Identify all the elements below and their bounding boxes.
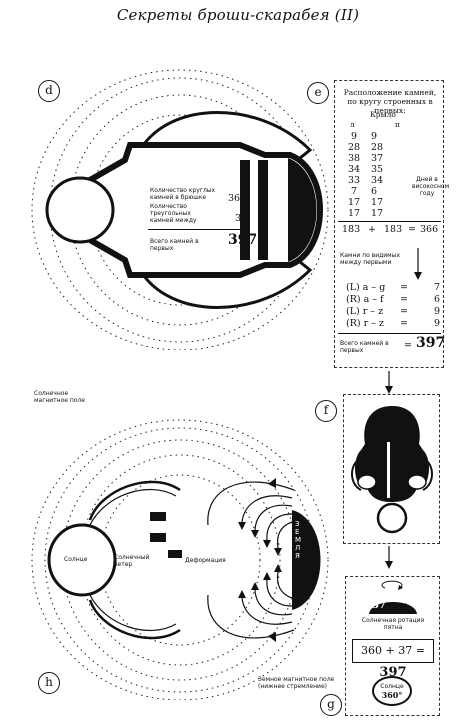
sum-right: 183 xyxy=(384,224,403,235)
panel-g-box xyxy=(345,576,440,716)
between-equals: = xyxy=(400,306,408,317)
stones-row: 33 34 xyxy=(340,175,418,186)
between-divider xyxy=(338,333,441,334)
stones-line-4: камней между xyxy=(150,217,197,224)
field-diagram-h xyxy=(31,419,329,700)
page-title: Секреты броши-скарабея (II) xyxy=(116,6,360,24)
between-range: (L) a – g xyxy=(346,282,386,293)
sum-divider xyxy=(148,229,243,230)
panel-label-d: d xyxy=(38,80,60,102)
column-left-label: л xyxy=(350,120,355,129)
stones-cell-right: 35 xyxy=(371,164,384,175)
magnetic-field-label: Солнечное магнитное поле xyxy=(34,390,85,404)
sum-left: 183 xyxy=(342,224,361,235)
stones-row: 38 37 xyxy=(340,153,418,164)
table-divider xyxy=(338,221,441,222)
grand-label: Всего камней в первых xyxy=(340,340,389,354)
stones-value-366: 366 xyxy=(228,193,247,204)
stones-heading: Расположение камней, по кругу строенных … xyxy=(343,88,437,115)
between-heading: Камни по видимых между первыми xyxy=(340,252,400,266)
stones-cell-right: 17 xyxy=(371,208,384,219)
between-equals: = xyxy=(400,294,408,305)
stones-cell-right: 9 xyxy=(371,131,378,142)
between-row: (L) r – z = 9 xyxy=(346,306,442,318)
panel-e-box xyxy=(334,80,444,368)
stones-row: 34 35 xyxy=(340,164,418,175)
between-equals: = xyxy=(400,318,408,329)
sun-rotation-icon xyxy=(369,580,417,614)
sun-label-g: Солнце xyxy=(380,683,404,690)
sum-equals: = xyxy=(408,224,416,235)
stones-row: 28 28 xyxy=(340,142,418,153)
stones-cell-right: 17 xyxy=(371,197,384,208)
stones-line-1: Количество круглых xyxy=(150,187,216,194)
between-count: 7 xyxy=(433,282,440,293)
total-value-d: 397 xyxy=(228,232,258,248)
stones-cell-right: 28 xyxy=(371,142,384,153)
panel-f-box xyxy=(343,394,440,544)
stones-cell-left: 28 xyxy=(347,142,361,153)
stones-value-31: 31 xyxy=(235,213,248,224)
leap-year-note: Дней в високосном году xyxy=(412,176,450,197)
panel-label-h: h xyxy=(38,672,60,694)
total-label-d: Всего камней в первых xyxy=(150,238,199,252)
down-arrow-e-f-icon xyxy=(385,371,393,394)
days-value: 37 xyxy=(372,600,386,611)
sum-total: 366 xyxy=(420,224,439,235)
column-right-label: п xyxy=(395,120,400,129)
earth-label: ЗЕМЛЯ xyxy=(295,520,302,560)
sun-circle: Солнце 360° xyxy=(372,676,412,706)
sun-label-h: Солнце xyxy=(64,556,88,563)
stones-cell-left: 33 xyxy=(347,175,361,186)
stones-cell-right: 34 xyxy=(371,175,384,186)
beetle-icon xyxy=(351,406,433,534)
between-equals: = xyxy=(400,282,408,293)
stones-cell-right: 37 xyxy=(371,153,384,164)
between-range: (R) a – f xyxy=(346,294,384,305)
sun-degrees: 360° xyxy=(381,690,403,700)
between-range: (L) r – z xyxy=(346,306,384,317)
stones-cell-left: 7 xyxy=(350,186,358,197)
stones-cell-left: 34 xyxy=(347,164,361,175)
between-row: (R) r – z = 9 xyxy=(346,318,442,330)
stones-line-3: Количество треугольных xyxy=(150,203,191,217)
between-range: (R) r – z xyxy=(346,318,384,329)
panel-label-e: e xyxy=(307,82,329,104)
between-row: (R) a – f = 6 xyxy=(346,294,442,306)
sum-plus: + xyxy=(368,224,376,235)
stones-count-text: Количество круглых камней в брюшке Колич… xyxy=(150,187,220,224)
between-rows: (L) a – g=7(R) a – f=6(L) r – z=9(R) r –… xyxy=(346,282,442,330)
rotation-note: Солнечная ротация xyxy=(361,617,425,624)
days-unit: дней xyxy=(392,603,408,610)
down-arrow-f-g-icon xyxy=(385,546,393,569)
earth-field-label: Земное магнитное поле (нижнее стремление… xyxy=(258,676,335,690)
deformation-label: Деформация xyxy=(185,557,226,564)
between-count: 9 xyxy=(433,318,440,329)
panel-label-g: g xyxy=(320,694,342,716)
solar-wind-label: Солнечный ветер xyxy=(114,554,150,568)
stones-cell-right: 6 xyxy=(371,186,378,197)
scarab-diagram-d xyxy=(31,69,329,350)
panel-label-f: f xyxy=(315,400,337,422)
rotation-note-2: пятна xyxy=(383,624,403,631)
grand-total: 397 xyxy=(416,335,446,351)
stones-line-2: камней в брюшке xyxy=(150,194,207,201)
grand-equals: = xyxy=(404,340,412,351)
stones-cell-left: 9 xyxy=(350,131,358,142)
between-row: (L) a – g = 7 xyxy=(346,282,442,294)
stones-cell-left: 17 xyxy=(347,208,361,219)
between-count: 6 xyxy=(433,294,440,305)
equation-box: 360 + 37 = 397 xyxy=(352,639,434,680)
stones-cell-left: 38 xyxy=(347,153,361,164)
stones-cell-left: 17 xyxy=(347,197,361,208)
equation-text: 360 + 37 = xyxy=(361,644,425,657)
wing-label: Крыло xyxy=(370,110,396,119)
between-count: 9 xyxy=(433,306,440,317)
down-arrow-icon xyxy=(414,248,422,280)
